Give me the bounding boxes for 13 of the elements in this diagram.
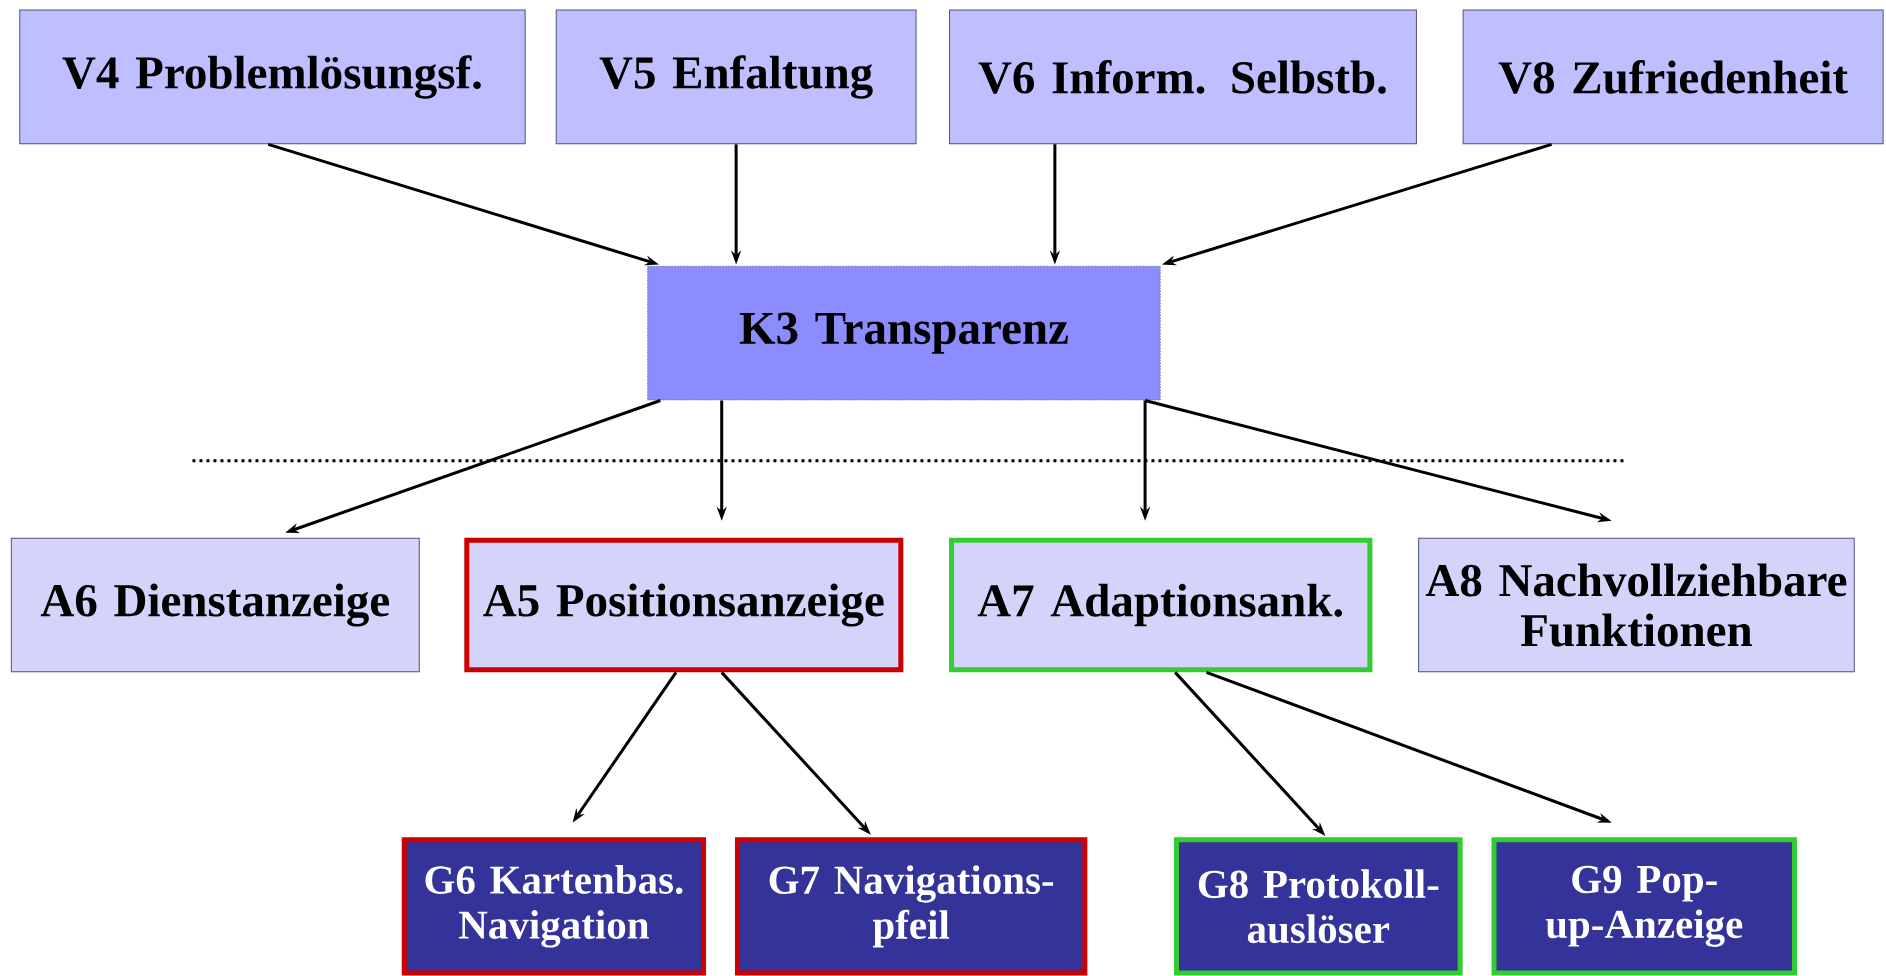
variable-box: V5 Enfaltung — [555, 9, 917, 145]
design-box: G8 Protokoll-auslöser — [1173, 837, 1463, 976]
design-box: G6 Kartenbas. Navigation — [401, 837, 707, 976]
variable-box: V4 Problemlösungsf. — [19, 9, 526, 145]
requirement-box: A6 Dienstanzeige — [10, 537, 420, 673]
criterion-box: K3 Transparenz — [647, 265, 1161, 401]
variable-box: V6 Inform. Selbstb. — [949, 9, 1417, 145]
requirement-box: A8 Nachvollziehbare Funktionen — [1418, 537, 1855, 673]
variable-box: V8 Zufriedenheit — [1462, 9, 1884, 145]
requirement-box: A7 Adaptionsank. — [949, 537, 1373, 673]
design-box: G7 Navigations-pfeil — [734, 837, 1088, 976]
requirement-box: A5 Positionsanzeige — [464, 537, 904, 673]
design-box: G9 Pop-up-Anzeige — [1491, 837, 1797, 976]
